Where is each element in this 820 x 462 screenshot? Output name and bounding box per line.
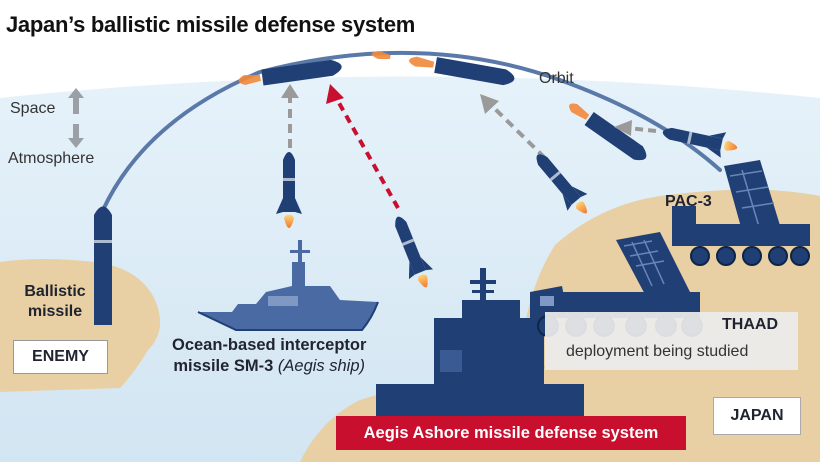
pac3-intercept-path bbox=[627, 126, 657, 133]
diagram-title: Japan’s ballistic missile defense system bbox=[6, 12, 416, 37]
japan-label: JAPAN bbox=[713, 397, 801, 435]
aegis-ashore-building-icon bbox=[376, 268, 584, 418]
space-label: Space bbox=[10, 100, 56, 117]
ballistic-missile-icon bbox=[94, 206, 112, 325]
aegis-ship-icon bbox=[197, 240, 379, 331]
thaad-title: THAAD bbox=[722, 316, 778, 333]
aegis-ashore-label: Aegis Ashore missile defense system bbox=[336, 416, 686, 450]
space-atmosphere-arrow-icon bbox=[68, 88, 84, 148]
atmosphere-label: Atmosphere bbox=[8, 150, 95, 167]
aegis-ashore-intercept-path bbox=[332, 93, 400, 209]
orbit-label: Orbit bbox=[539, 70, 574, 87]
ballistic-missile-label: Ballistic missile bbox=[20, 282, 90, 322]
ocean-interceptor-line1: Ocean-based interceptor bbox=[172, 336, 367, 354]
thaad-label-box bbox=[545, 312, 798, 370]
ocean-interceptor-line2: missile SM-3 bbox=[173, 357, 274, 375]
thaad-note: deployment being studied bbox=[566, 343, 749, 360]
missile-in-flight-1 bbox=[238, 59, 342, 86]
ballistic-trajectory bbox=[101, 50, 722, 212]
aegis-ship-aside: (Aegis ship) bbox=[277, 357, 366, 375]
pac3-launcher-icon bbox=[672, 160, 810, 266]
pac3-label: PAC-3 bbox=[665, 193, 712, 210]
ballistic-missile-text: Ballistic missile bbox=[24, 283, 86, 320]
ocean-interceptor-label: Ocean-based interceptor missile SM-3 (Ae… bbox=[172, 335, 366, 377]
enemy-label: ENEMY bbox=[13, 340, 108, 374]
missile-in-flight-3 bbox=[569, 103, 647, 161]
thaad-intercept-path bbox=[488, 102, 547, 160]
missile-in-flight-2 bbox=[371, 51, 515, 86]
